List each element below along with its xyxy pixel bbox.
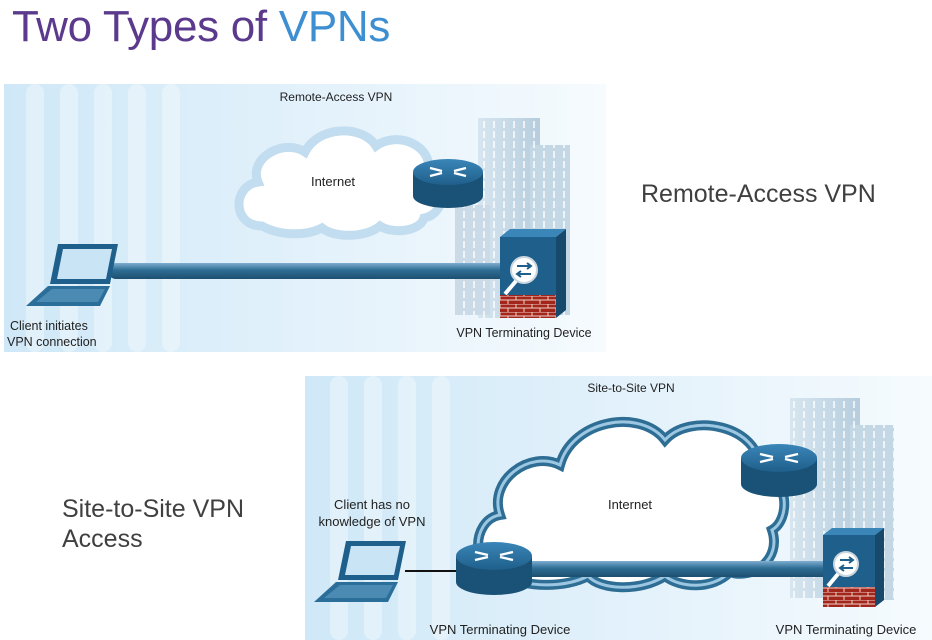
site-vpn-device-right-label: VPN Terminating Device	[776, 622, 917, 637]
site-side-label-line2: Access	[62, 525, 143, 553]
site-vpn-tunnel	[505, 561, 840, 577]
title-part-2: VPNs	[278, 2, 391, 51]
site-to-site-diagram: Site-to-Site VPN Internet	[305, 376, 932, 640]
site-laptop-icon	[314, 541, 406, 602]
site-router-left-icon	[456, 542, 532, 595]
remote-vpn-device-icon	[500, 229, 566, 318]
remote-vpn-device-label: VPN Terminating Device	[456, 326, 591, 340]
remote-vpn-tunnel	[108, 263, 508, 279]
site-caption: Site-to-Site VPN	[587, 381, 674, 395]
site-client-label-line1: Client has no	[334, 497, 410, 512]
site-client-label-line2: knowledge of VPN	[319, 514, 426, 529]
remote-laptop-icon	[26, 244, 118, 306]
remote-router-icon	[413, 159, 483, 208]
site-vpn-device-icon	[823, 528, 884, 607]
site-vpn-device-left-label: VPN Terminating Device	[430, 622, 571, 637]
site-to-site-side-label: Site-to-Site VPN Access	[62, 494, 244, 554]
site-router-right-icon	[741, 444, 817, 497]
remote-access-diagram: Remote-Access VPN Internet	[4, 84, 606, 352]
remote-client-label-line2: VPN connection	[7, 335, 97, 349]
remote-background-decor	[26, 84, 180, 352]
page-title: Two Types of VPNs	[12, 2, 390, 52]
site-side-label-line1: Site-to-Site VPN	[62, 495, 245, 523]
remote-caption: Remote-Access VPN	[280, 90, 393, 104]
remote-access-side-label: Remote-Access VPN	[641, 180, 876, 208]
title-part-1: Two Types of	[12, 2, 279, 51]
remote-internet-label: Internet	[311, 174, 355, 189]
remote-client-label-line1: Client initiates	[10, 319, 88, 333]
site-internet-label: Internet	[608, 497, 652, 512]
